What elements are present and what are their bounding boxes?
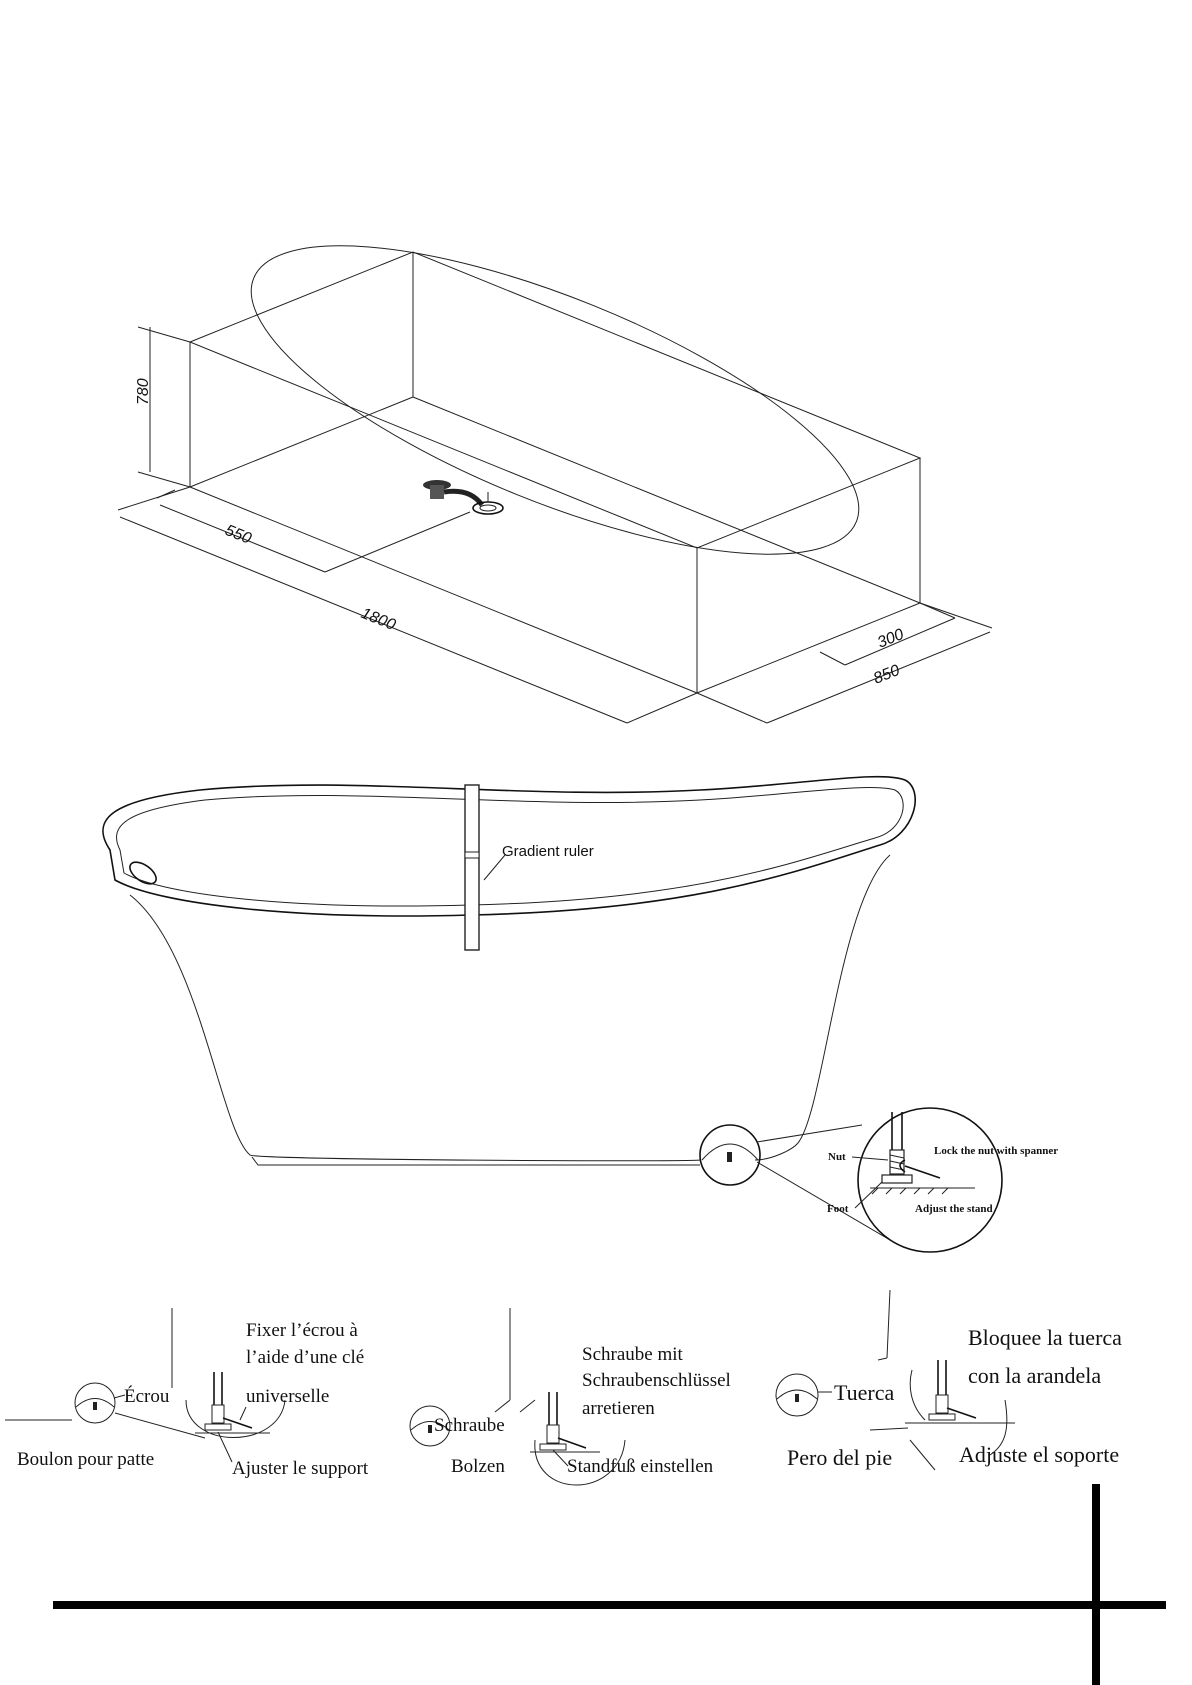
drain-offset-dimension: 550 — [156, 489, 471, 573]
foot-circle-icon — [775, 1373, 819, 1417]
tub-rim-outer — [102, 775, 916, 917]
bolt-detail-icon — [195, 1372, 270, 1434]
detail-nut-label: Nut — [828, 1151, 846, 1163]
es-fix-line2: con la arandela — [968, 1363, 1101, 1388]
dim-end-label: 300 — [875, 626, 906, 652]
foot-circle-icon — [699, 1124, 761, 1186]
de-fix-line2: Schraubenschlüssel — [582, 1370, 731, 1391]
es-fix-line1: Bloquee la tuerca — [968, 1325, 1122, 1350]
box-edge-hidden — [189, 396, 414, 488]
fr-adjust-label: Ajuster le support — [232, 1458, 369, 1479]
tub-diagram: Gradient ruler Nut Foot Lock the nut wit… — [102, 775, 1058, 1253]
detail-adjust-label: Adjust the stand — [915, 1203, 993, 1215]
de-adjust-label: Standfuß einstellen — [567, 1456, 714, 1477]
length-dimension: 1800 — [117, 486, 698, 724]
gradient-ruler-icon — [464, 784, 480, 951]
tub-rim-inner — [116, 786, 904, 907]
detail-connector — [756, 1124, 863, 1143]
fr-fix-line1: Fixer l’écrou à — [246, 1320, 358, 1341]
detail-foot-label: Foot — [827, 1203, 849, 1215]
bolt-detail-icon — [530, 1392, 600, 1453]
detail-circle — [857, 1107, 1003, 1253]
tub-base — [251, 1156, 700, 1166]
foot-circle-icon — [409, 1405, 451, 1447]
german-detail: Schraube Schraube mit Schraubenschlüssel… — [409, 1308, 731, 1486]
bolt-detail-icon — [905, 1360, 1015, 1424]
foot-icon — [701, 1143, 759, 1161]
fr-bolt-label: Boulon pour patte — [17, 1449, 154, 1470]
dim-drain-label: 550 — [223, 522, 254, 548]
footer-rule — [53, 1601, 1166, 1609]
box-edge-hidden — [412, 396, 921, 604]
spanner-icon — [899, 1159, 941, 1179]
height-dimension: 780 — [135, 326, 191, 488]
de-fix-line3: arretieren — [582, 1398, 655, 1419]
dim-length-label: 1800 — [359, 605, 398, 634]
es-bolt-label: Pero del pie — [787, 1445, 892, 1470]
box-edge — [696, 602, 921, 694]
end-dimension: 300 — [819, 602, 956, 666]
tub-rim-outline — [250, 245, 860, 555]
es-nut-label: Tuerca — [834, 1380, 895, 1405]
gradient-ruler-label: Gradient ruler — [502, 843, 594, 860]
ruler-bubble-icon — [464, 851, 480, 859]
corner-rule — [1092, 1484, 1100, 1685]
de-bolt-label: Bolzen — [451, 1456, 505, 1477]
fr-nut-label: Écrou — [124, 1385, 170, 1407]
detail-connector — [756, 1161, 891, 1241]
tub-body-right — [754, 854, 891, 1161]
overflow-icon — [129, 861, 157, 885]
de-nut-label: Schraube — [434, 1415, 505, 1436]
fr-fix-line3: universelle — [246, 1386, 329, 1407]
fr-fix-line2: l’aide d’une clé — [246, 1347, 364, 1368]
leader-line — [483, 854, 506, 881]
drain-icon — [423, 480, 504, 515]
french-detail: Écrou Fixer l’écrou à l’aide d’une clé u… — [5, 1308, 369, 1479]
dim-width-label: 850 — [871, 662, 902, 688]
de-fix-line1: Schraube mit — [582, 1344, 684, 1365]
es-adjust-label: Adjuste el soporte — [959, 1442, 1119, 1467]
spanish-detail: Tuerca Bloquee la tuerca con la arandela… — [775, 1289, 1122, 1471]
tub-body-left — [129, 894, 701, 1162]
foot-circle-icon — [74, 1382, 116, 1424]
box-edge — [189, 486, 698, 694]
box-diagram: 780 550 1800 300 850 — [117, 245, 993, 724]
dim-height-label: 780 — [135, 378, 152, 405]
detail-lock-label: Lock the nut with spanner — [934, 1145, 1058, 1157]
box-top-face — [188, 251, 922, 549]
